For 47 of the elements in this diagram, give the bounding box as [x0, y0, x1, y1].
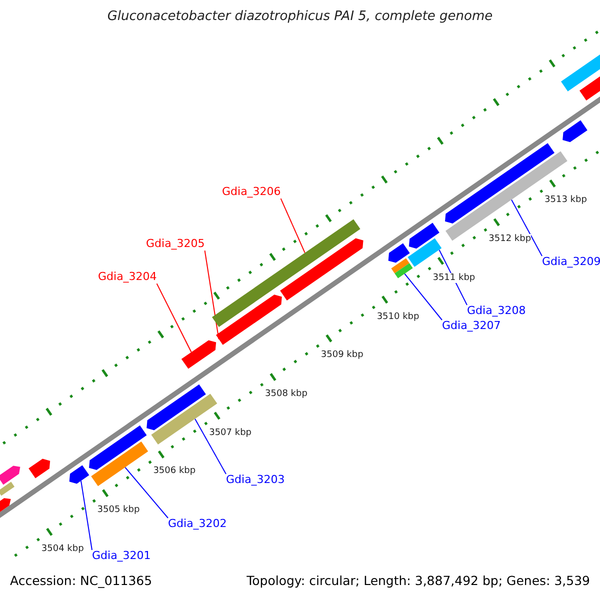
gene-block: [0, 482, 14, 496]
title: Gluconacetobacter diazotrophicus PAI 5, complete genome: [106, 10, 494, 25]
gene-label: Gdia_3208: [467, 305, 526, 318]
gene-block: [69, 465, 90, 484]
leader-line: [204, 250, 220, 340]
accession-text: Accession: NC_011365: [10, 574, 152, 588]
gene-block: [212, 219, 360, 327]
scale-label: 3505 kbp: [97, 505, 140, 516]
gene-block: [28, 458, 50, 478]
leader-line: [194, 418, 226, 474]
gene-block: [216, 294, 282, 345]
leader-line: [124, 466, 168, 518]
gene-block: [0, 466, 20, 485]
scale-label: 3513 kbp: [544, 195, 587, 206]
gene-label: Gdia_3204: [98, 271, 157, 284]
gene-block: [394, 263, 413, 278]
gene-label: Gdia_3206: [222, 186, 281, 199]
gene-block: [408, 238, 442, 267]
gene-block: [408, 222, 440, 249]
gene-block: [146, 384, 206, 430]
gene-block: [89, 425, 147, 470]
gene-label: Gdia_3205: [146, 238, 205, 251]
gene-label: Gdia_3201: [92, 550, 151, 563]
gene-block: [388, 243, 410, 263]
scale-label: 3507 kbp: [209, 428, 252, 438]
gene-block: [280, 238, 364, 300]
genome-stats-text: Topology: circular; Length: 3,887,492 bp; Genes: 3,539: [246, 574, 590, 588]
gene-block: [446, 151, 568, 241]
leader-line: [280, 198, 306, 254]
scale-label: 3508 kbp: [265, 389, 308, 400]
gene-block: [91, 442, 148, 486]
leader-line: [511, 199, 542, 256]
scale-label: 3511 kbp: [432, 272, 476, 284]
gene-label: Gdia_3209: [542, 256, 600, 269]
gene-label: Gdia_3203: [226, 474, 285, 487]
scale-label: 3509 kbp: [320, 350, 364, 361]
scale-label: 3510 kbp: [376, 312, 420, 322]
gene-block: [181, 340, 216, 369]
scale-label: 3506 kbp: [153, 466, 196, 477]
gene-label: Gdia_3202: [168, 518, 227, 531]
gene-block: [562, 120, 588, 142]
leader-line: [156, 283, 192, 353]
scale-label: 3504 kbp: [41, 544, 84, 554]
gene-block: [391, 258, 410, 274]
gene-label: Gdia_3207: [442, 320, 501, 333]
scale-label: 3512 kbp: [488, 234, 532, 245]
leader-line: [80, 480, 92, 550]
